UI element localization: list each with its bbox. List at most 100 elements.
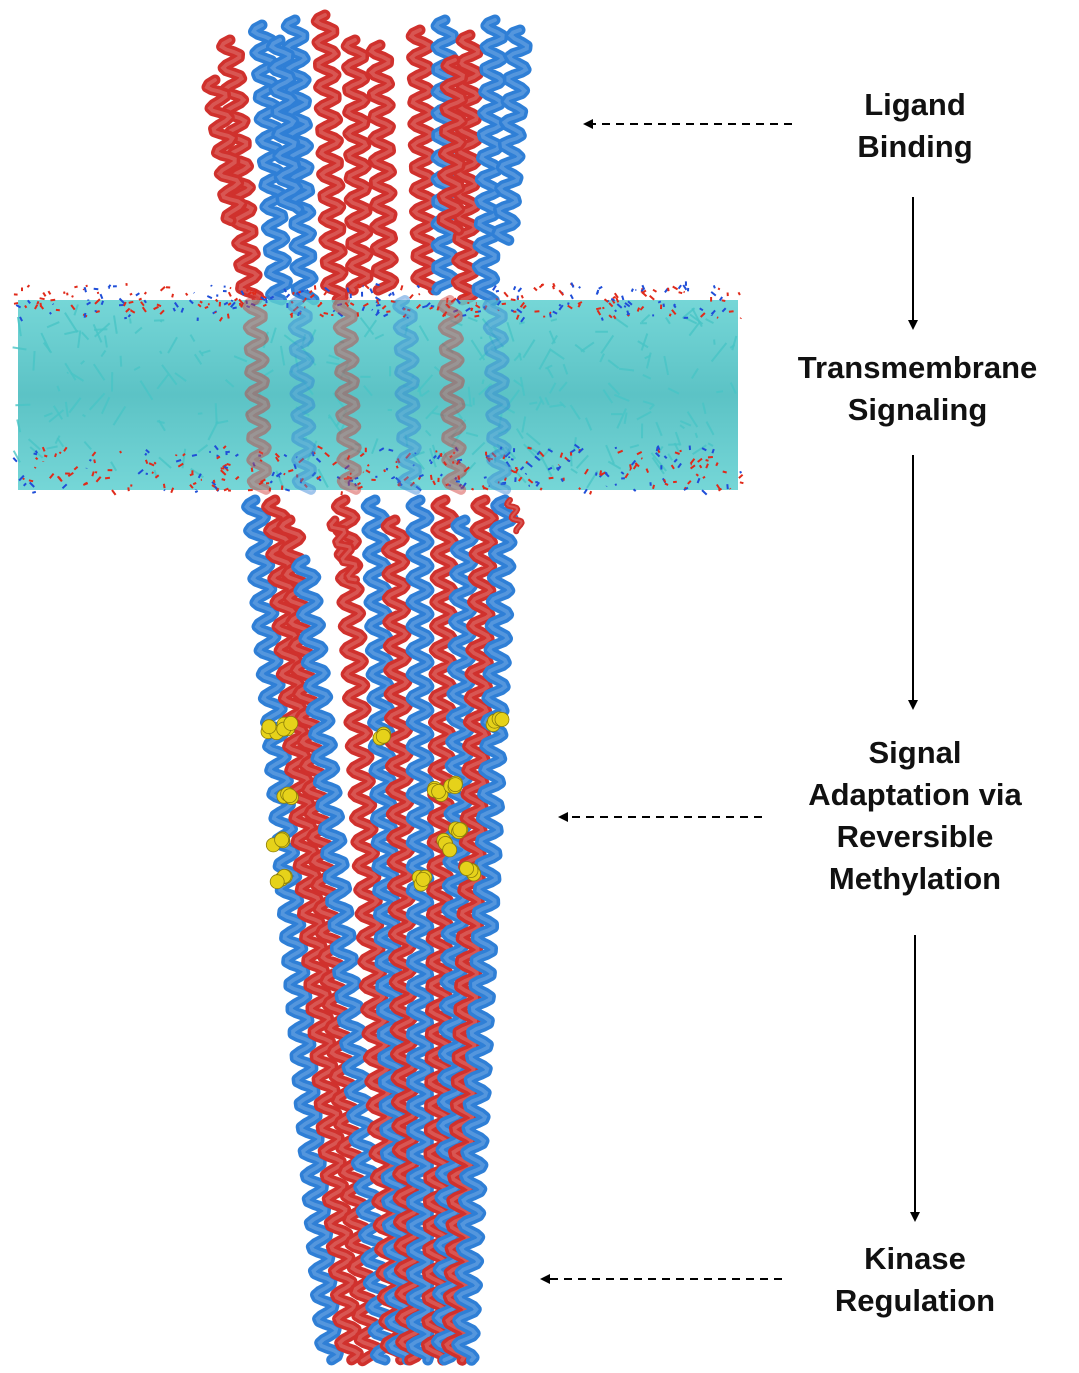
lipid-headgroup xyxy=(421,305,427,309)
lipid-headgroup xyxy=(154,474,160,479)
lipid-headgroup xyxy=(614,309,618,313)
lipid-headgroup xyxy=(275,456,280,462)
lipid-tail xyxy=(518,352,523,361)
lipid-headgroup xyxy=(559,452,564,458)
lipid-headgroup xyxy=(298,312,302,315)
lipid-tail xyxy=(636,410,652,421)
lipid-headgroup xyxy=(70,304,76,311)
lipid-tail xyxy=(674,431,682,446)
lipid-tail xyxy=(451,429,463,447)
helix-highlight xyxy=(368,43,397,293)
lipid-headgroup xyxy=(596,309,602,316)
lipid-tail xyxy=(15,403,31,407)
lipid-headgroup xyxy=(495,289,500,293)
lipid-tail xyxy=(167,336,178,354)
lipid-tail xyxy=(283,334,300,348)
lipid-headgroup xyxy=(99,293,104,300)
lipid-headgroup xyxy=(739,481,744,485)
lipid-tail xyxy=(584,417,593,431)
lipid-headgroup xyxy=(697,457,703,463)
lipid-headgroup xyxy=(189,484,194,489)
lipid-headgroup xyxy=(710,291,717,297)
lipid-headgroup xyxy=(632,488,637,492)
lipid-headgroup xyxy=(376,309,380,315)
lipid-headgroup xyxy=(584,468,589,475)
lipid-tail xyxy=(340,362,350,379)
lipid-headgroup xyxy=(519,301,525,308)
lipid-tail xyxy=(499,403,516,414)
helix-highlight xyxy=(440,298,464,492)
lipid-headgroup xyxy=(728,310,734,313)
lipid-tail xyxy=(550,318,558,322)
lipid-tail xyxy=(341,372,351,381)
helix-highlight xyxy=(313,13,346,302)
helix-highlight xyxy=(433,518,477,1362)
lipid-tail xyxy=(83,440,92,451)
lipid-headgroup xyxy=(159,309,165,315)
lipid-headgroup xyxy=(702,475,706,479)
methyl-site-atom xyxy=(375,728,391,744)
lipid-tail xyxy=(119,355,123,367)
lipid-headgroup xyxy=(716,316,719,319)
adaptation-line-2: Adaptation via xyxy=(808,777,1022,812)
helix-highlight xyxy=(264,498,361,1362)
lipid-headgroup xyxy=(197,303,202,308)
lipid-tail xyxy=(46,445,58,450)
lipid-headgroup xyxy=(436,306,440,311)
lipid-headgroup xyxy=(401,306,405,311)
lipid-headgroup xyxy=(122,301,127,307)
lipid-headgroup xyxy=(552,310,558,315)
lipid-headgroup xyxy=(668,313,672,317)
lipid-headgroup xyxy=(395,465,399,469)
lipid-tail xyxy=(156,374,169,390)
lipid-headgroup xyxy=(739,470,742,474)
lipid-headgroup xyxy=(260,296,266,302)
lipid-tail xyxy=(575,454,589,469)
lipid-headgroup xyxy=(474,314,480,318)
lipid-headgroup xyxy=(527,446,532,450)
lipid-tail xyxy=(327,414,342,434)
lipid-tail xyxy=(648,403,655,410)
lipid-headgroup xyxy=(738,473,744,479)
lipid-headgroup xyxy=(672,303,677,307)
helix-highlight xyxy=(453,33,481,302)
lipid-tail xyxy=(673,442,680,452)
lipid-headgroup xyxy=(617,449,624,454)
lipid-headgroup xyxy=(95,476,102,483)
lipid-headgroup xyxy=(221,478,226,481)
lipid-headgroup xyxy=(18,474,25,482)
lipid-tail xyxy=(174,372,187,382)
transmembrane-helices xyxy=(242,295,512,495)
helix-highlight xyxy=(244,498,341,1362)
lipid-headgroup xyxy=(298,457,305,464)
lipid-tail xyxy=(404,434,409,447)
lipid-headgroup xyxy=(624,302,631,308)
lipid-headgroup xyxy=(182,453,186,457)
lipid-headgroup xyxy=(361,306,366,312)
lipid-headgroup xyxy=(699,307,704,312)
lipid-tail xyxy=(614,393,630,402)
lipid-headgroup xyxy=(262,303,267,308)
lipid-tail xyxy=(303,381,314,396)
lipid-headgroup xyxy=(495,297,499,301)
lipid-tail xyxy=(306,329,317,348)
lipid-tail xyxy=(618,367,635,372)
lipid-tail xyxy=(224,379,235,388)
lipid-tail xyxy=(92,363,106,381)
lipid-headgroup xyxy=(455,459,461,466)
lipid-tail xyxy=(73,304,79,316)
lipid-headgroup xyxy=(430,304,435,308)
lipid-tail xyxy=(335,409,348,428)
lipid-headgroup xyxy=(671,309,677,316)
lipid-tail xyxy=(233,355,248,363)
lipid-headgroup xyxy=(705,463,709,469)
helix-ribbon xyxy=(482,295,512,495)
lipid-headgroup xyxy=(254,289,257,295)
lipid-tail xyxy=(522,339,536,359)
lipid-headgroup xyxy=(520,316,526,323)
lipid-headgroup xyxy=(85,284,89,288)
lipid-tail xyxy=(549,403,564,408)
lipid-headgroup xyxy=(567,302,570,306)
lipid-tail xyxy=(607,460,622,470)
lipid-headgroup xyxy=(95,310,100,314)
